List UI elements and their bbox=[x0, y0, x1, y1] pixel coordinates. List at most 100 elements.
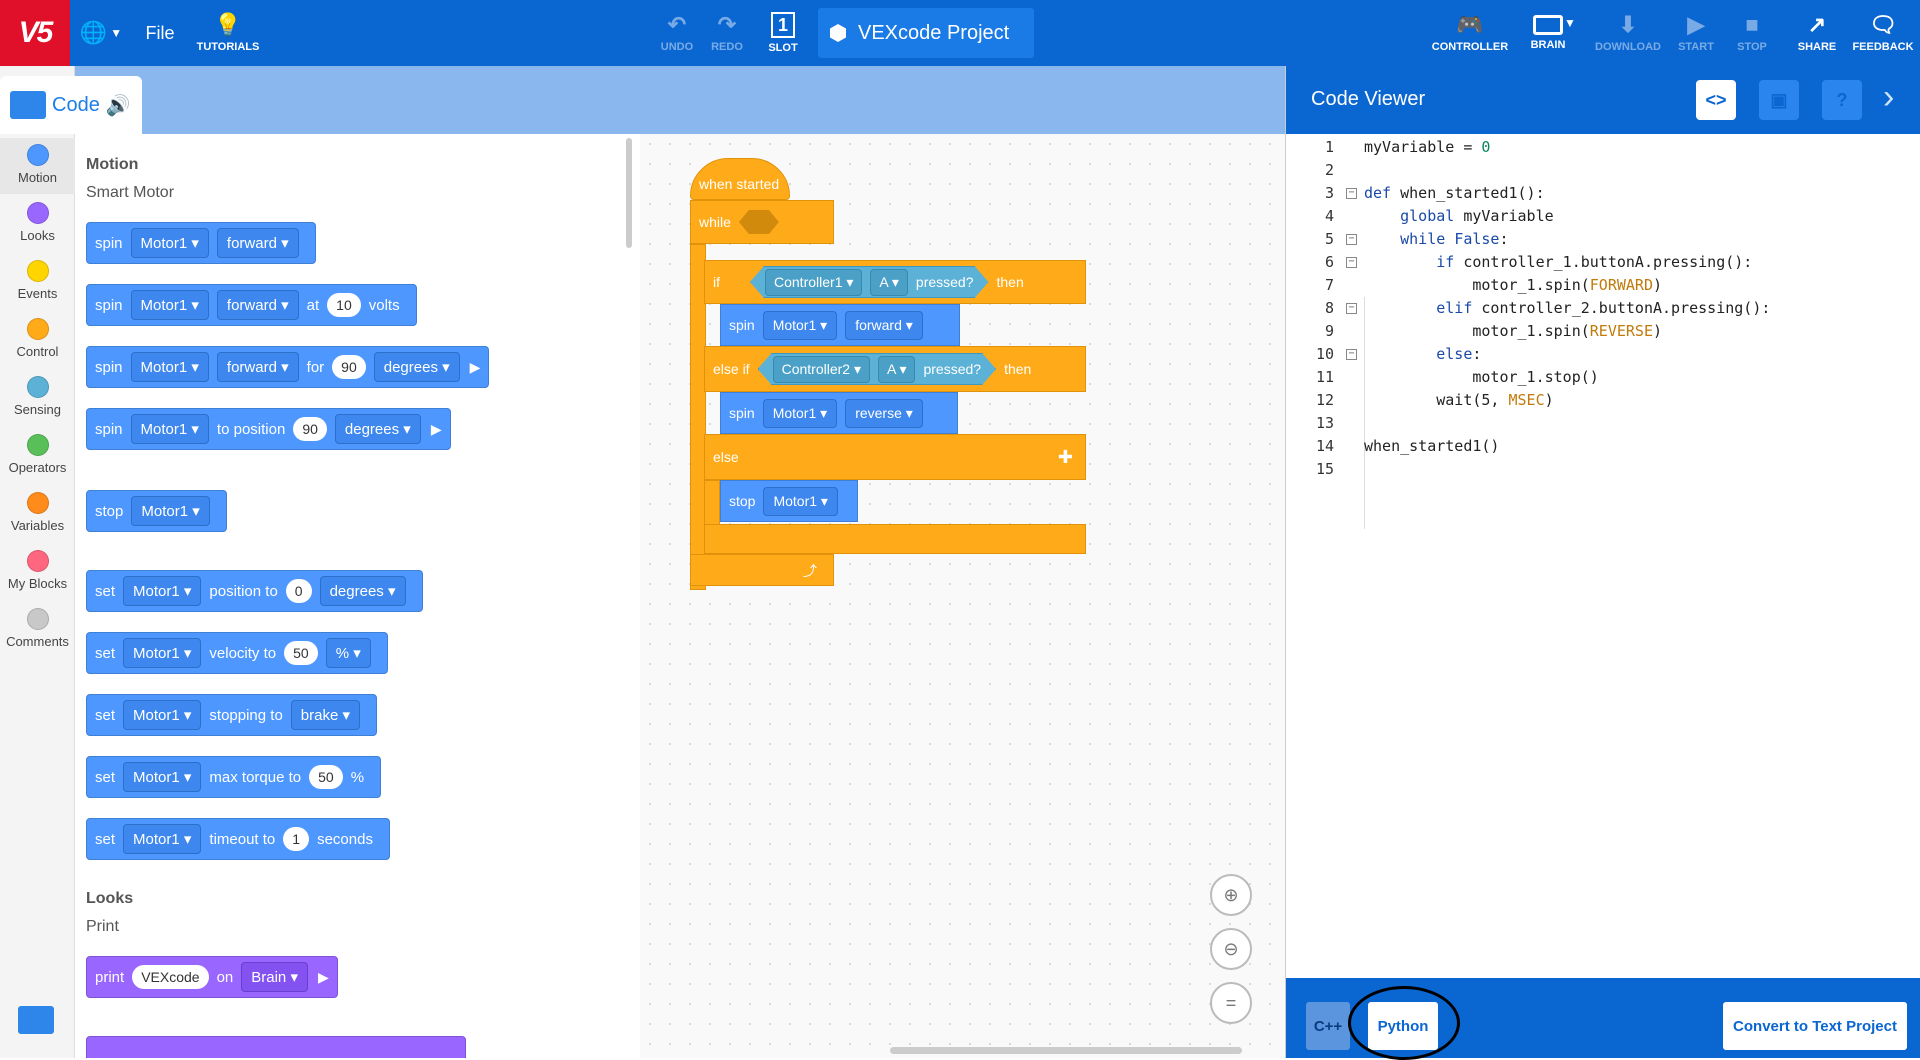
direction-dropdown[interactable]: forward bbox=[845, 310, 923, 340]
motor-dropdown[interactable]: Motor1 bbox=[762, 398, 838, 428]
motor-dropdown[interactable]: Motor1 bbox=[763, 486, 838, 516]
convert-to-text-project-button[interactable]: Convert to Text Project bbox=[1723, 1002, 1907, 1050]
button-dropdown[interactable]: A bbox=[870, 269, 908, 296]
unit-dropdown[interactable]: degrees bbox=[373, 352, 460, 382]
unit-dropdown[interactable]: % bbox=[325, 638, 371, 668]
fold-toggle-icon[interactable]: − bbox=[1346, 188, 1357, 199]
stop-block[interactable]: stop Motor1 bbox=[86, 490, 227, 532]
controller-button[interactable]: 🎮 CONTROLLER bbox=[1431, 12, 1509, 54]
motor-dropdown[interactable]: Motor1 bbox=[123, 700, 202, 730]
velocity-input[interactable]: 50 bbox=[284, 641, 318, 665]
controller-dropdown[interactable]: Controller1 bbox=[765, 269, 862, 296]
else-block[interactable]: else ✚ bbox=[704, 434, 1086, 480]
motor-dropdown[interactable]: Motor1 bbox=[130, 290, 209, 320]
download-button[interactable]: ⬇ DOWNLOAD bbox=[1595, 12, 1661, 54]
play-icon[interactable]: ▶ bbox=[430, 420, 442, 437]
controller-pressed-condition[interactable]: Controller2 A pressed? bbox=[758, 353, 997, 385]
volts-input[interactable]: 10 bbox=[327, 293, 361, 317]
stop-button[interactable]: ■ STOP bbox=[1737, 12, 1767, 54]
spin-block[interactable]: spin Motor1 forward bbox=[720, 304, 960, 346]
category-my-blocks[interactable]: My Blocks bbox=[0, 544, 75, 600]
motor-dropdown[interactable]: Motor1 bbox=[123, 824, 202, 854]
project-name-field[interactable]: VEXcode Project bbox=[818, 8, 1034, 58]
workspace-horizontal-scrollbar[interactable] bbox=[890, 1047, 1242, 1054]
code-line[interactable]: 7 motor_1.spin(FORWARD) bbox=[1286, 276, 1920, 299]
empty-condition-slot[interactable] bbox=[738, 210, 779, 234]
button-dropdown[interactable]: A bbox=[878, 356, 916, 383]
controller-dropdown[interactable]: Controller2 bbox=[773, 356, 870, 383]
zoom-out-button[interactable]: ⊖ bbox=[1210, 928, 1252, 970]
brain-chevron-down-icon[interactable]: ▼ bbox=[1564, 16, 1576, 30]
code-view-button[interactable]: <> bbox=[1696, 80, 1736, 120]
device-info-button[interactable]: ▣ bbox=[1759, 80, 1799, 120]
set-position-block[interactable]: set Motor1 position to 0 degrees bbox=[86, 570, 423, 612]
category-looks[interactable]: Looks bbox=[0, 196, 75, 252]
fold-toggle-icon[interactable]: − bbox=[1346, 234, 1357, 245]
category-operators[interactable]: Operators bbox=[0, 428, 75, 484]
position-input[interactable]: 0 bbox=[285, 579, 312, 603]
palette-scrollbar[interactable] bbox=[626, 138, 632, 248]
print-text-input[interactable]: VEXcode bbox=[132, 965, 209, 989]
screen-dropdown[interactable]: Brain bbox=[241, 962, 308, 992]
else-if-block[interactable]: else if Controller2 A pressed? then bbox=[704, 346, 1086, 392]
position-input[interactable]: 90 bbox=[293, 417, 327, 441]
spin-to-position-block[interactable]: spin Motor1 to position 90 degrees ▶ bbox=[86, 408, 451, 450]
fold-toggle-icon[interactable]: − bbox=[1346, 303, 1357, 314]
code-line[interactable]: 12 wait(5, MSEC) bbox=[1286, 391, 1920, 414]
motor-dropdown[interactable]: Motor1 bbox=[130, 228, 209, 258]
spin-volts-block[interactable]: spin Motor1 forward at 10 volts bbox=[86, 284, 417, 326]
start-button[interactable]: ▶ START bbox=[1678, 12, 1714, 54]
code-line[interactable]: 6− if controller_1.buttonA.pressing(): bbox=[1286, 253, 1920, 276]
print-block-partial[interactable] bbox=[86, 1036, 466, 1058]
print-block[interactable]: print VEXcode on Brain ▶ bbox=[86, 956, 338, 998]
spin-block[interactable]: spin Motor1 forward bbox=[86, 222, 316, 264]
category-motion[interactable]: Motion bbox=[0, 138, 75, 194]
code-line[interactable]: 2 bbox=[1286, 161, 1920, 184]
controller-pressed-condition[interactable]: Controller1 A pressed? bbox=[750, 266, 989, 298]
when-started-block[interactable]: when started bbox=[690, 158, 790, 200]
category-variables[interactable]: Variables bbox=[0, 486, 75, 542]
motor-dropdown[interactable]: Motor1 bbox=[123, 762, 202, 792]
motor-dropdown[interactable]: Motor1 bbox=[123, 576, 202, 606]
code-line[interactable]: 13 bbox=[1286, 414, 1920, 437]
code-line[interactable]: 10− else: bbox=[1286, 345, 1920, 368]
code-line[interactable]: 9 motor_1.spin(REVERSE) bbox=[1286, 322, 1920, 345]
speaker-icon[interactable]: 🔊 bbox=[105, 94, 131, 117]
language-menu[interactable]: 🌐▼ bbox=[78, 0, 124, 66]
torque-input[interactable]: 50 bbox=[309, 765, 343, 789]
block-workspace[interactable]: when started while if Controller1 A pres… bbox=[640, 134, 1285, 1058]
file-menu[interactable]: File bbox=[145, 22, 175, 43]
category-comments[interactable]: Comments bbox=[0, 602, 75, 658]
play-icon[interactable]: ▶ bbox=[469, 358, 481, 375]
motor-dropdown[interactable]: Motor1 bbox=[123, 638, 202, 668]
category-control[interactable]: Control bbox=[0, 312, 75, 368]
play-icon[interactable]: ▶ bbox=[317, 968, 329, 985]
cpp-language-button[interactable]: C++ bbox=[1306, 1002, 1350, 1050]
motor-dropdown[interactable]: Motor1 bbox=[131, 496, 210, 526]
code-tab[interactable]: Code 🔊 bbox=[0, 76, 142, 134]
unit-dropdown[interactable]: degrees bbox=[319, 576, 406, 606]
share-button[interactable]: ↗ SHARE bbox=[1797, 12, 1837, 54]
category-events[interactable]: Events bbox=[0, 254, 75, 310]
while-block[interactable]: while bbox=[690, 200, 834, 244]
collapse-chevron-icon[interactable]: › bbox=[1883, 78, 1895, 116]
unit-dropdown[interactable]: degrees bbox=[334, 414, 421, 444]
direction-dropdown[interactable]: forward bbox=[216, 290, 299, 320]
set-stopping-block[interactable]: set Motor1 stopping to brake bbox=[86, 694, 378, 736]
code-line[interactable]: 3−def when_started1(): bbox=[1286, 184, 1920, 207]
timeout-input[interactable]: 1 bbox=[283, 827, 310, 851]
spin-block[interactable]: spin Motor1 reverse bbox=[720, 392, 958, 434]
feedback-button[interactable]: 🗨 FEEDBACK bbox=[1852, 12, 1914, 54]
tutorials-button[interactable]: 💡 TUTORIALS bbox=[196, 12, 260, 54]
zoom-reset-button[interactable]: = bbox=[1210, 982, 1252, 1024]
fold-toggle-icon[interactable]: − bbox=[1346, 349, 1357, 360]
redo-button[interactable]: ↷ REDO bbox=[711, 12, 743, 54]
spin-for-block[interactable]: spin Motor1 forward for 90 degrees ▶ bbox=[86, 346, 490, 388]
code-line[interactable]: 11 motor_1.stop() bbox=[1286, 368, 1920, 391]
code-line[interactable]: 15 bbox=[1286, 460, 1920, 483]
brain-button[interactable]: BRAIN bbox=[1520, 0, 1576, 66]
if-block[interactable]: if Controller1 A pressed? then bbox=[704, 260, 1086, 304]
add-branch-icon[interactable]: ✚ bbox=[1057, 447, 1073, 467]
